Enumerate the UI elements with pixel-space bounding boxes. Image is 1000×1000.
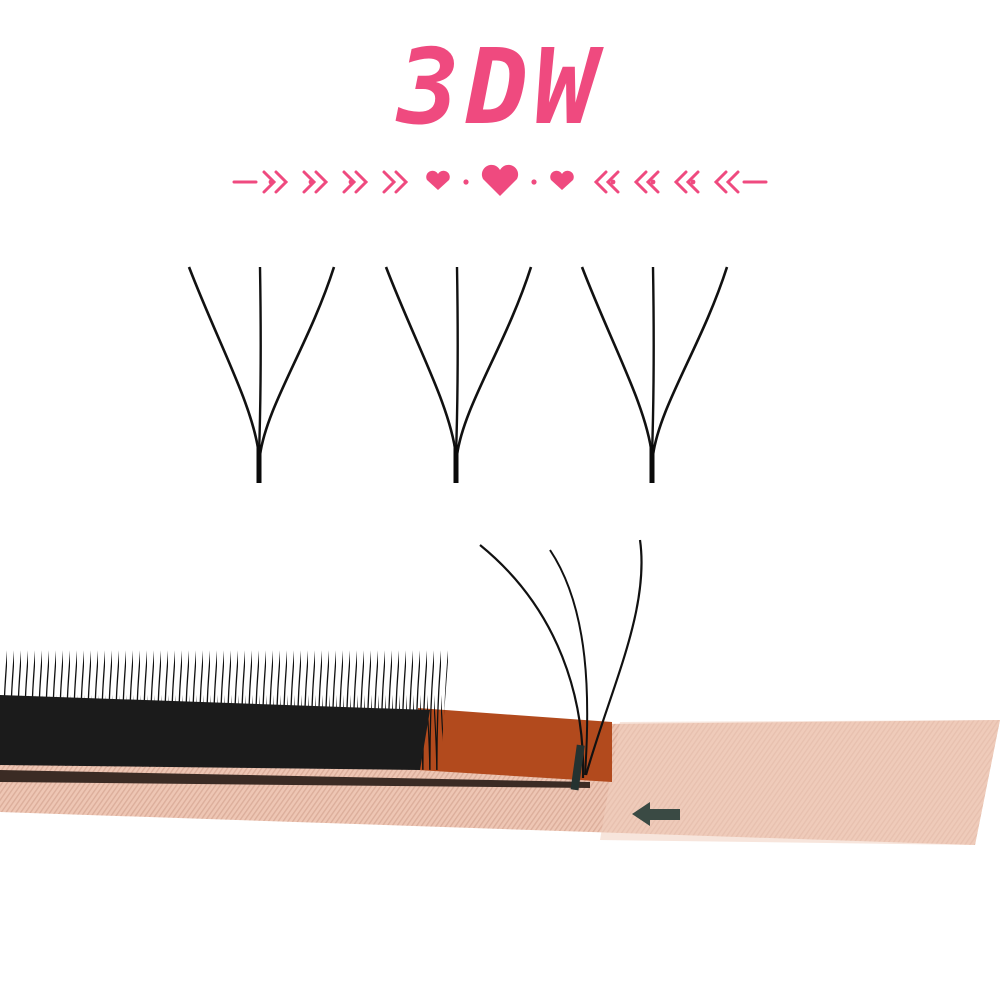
adhesive-strip [418, 708, 612, 782]
heart-small-right-icon [550, 170, 574, 190]
lash-fan-3-icon [580, 265, 729, 485]
product-title: 3DW [397, 26, 603, 148]
dot-icon [531, 179, 537, 185]
chevrons-right-icon [593, 170, 740, 194]
heart-small-left-icon [426, 170, 450, 190]
lash-fans-illustration [187, 265, 729, 485]
decorative-divider [232, 164, 768, 196]
arrow-left-icon [632, 802, 680, 826]
chevrons-left-icon [262, 170, 409, 194]
lash-strip-illustration [0, 527, 1000, 845]
dot-icon [463, 179, 469, 185]
lash-fan-1-icon [187, 265, 336, 485]
heart-large-icon [481, 164, 519, 196]
lash-fan-2-icon [384, 265, 533, 485]
